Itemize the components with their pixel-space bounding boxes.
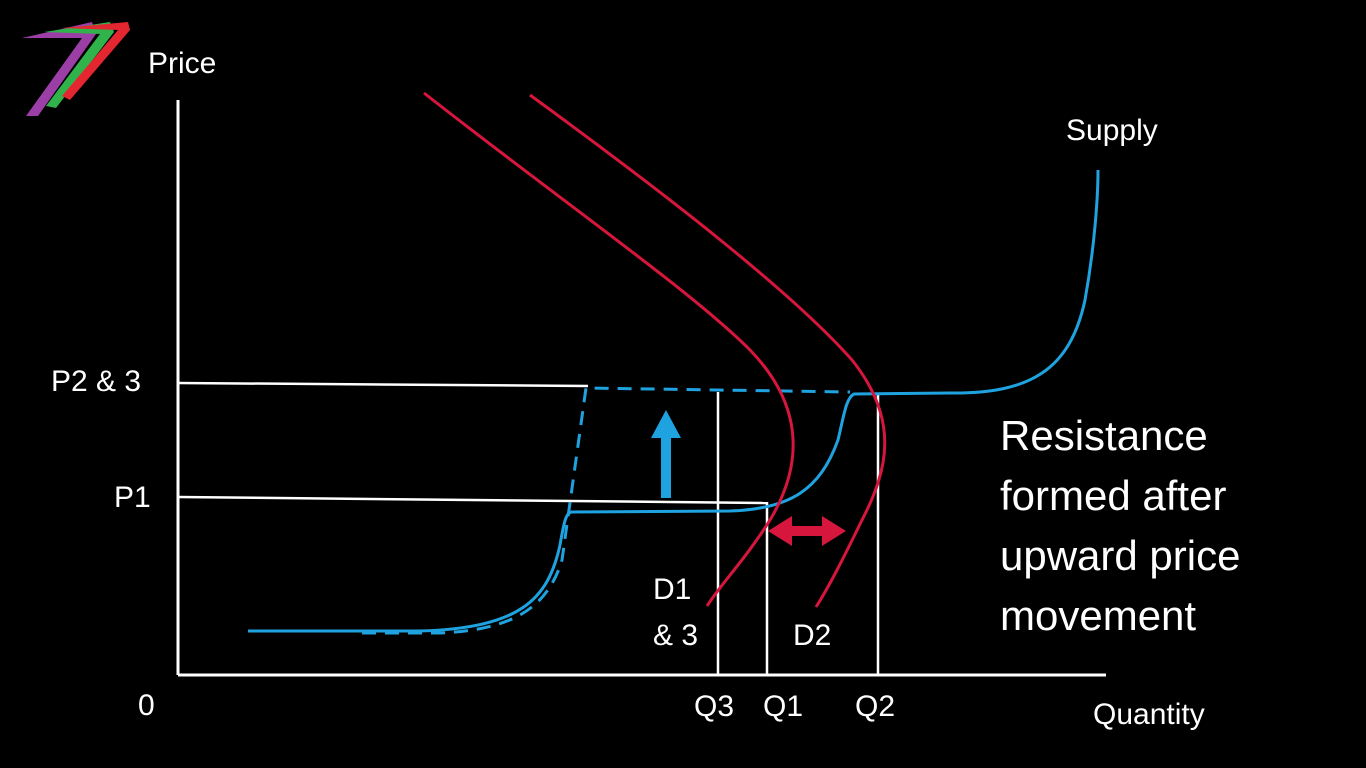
upward-arrow-shaft	[661, 436, 671, 498]
demand-curve-d1-3	[423, 91, 795, 607]
d2-label: D2	[793, 619, 832, 652]
d1-label: D1	[653, 573, 692, 606]
q3-label: Q3	[694, 690, 735, 723]
p2-3-price-line	[177, 381, 589, 388]
q1-label: Q1	[763, 690, 804, 723]
logo-green-stripe	[44, 22, 114, 108]
resistance-annotation: Resistance formed after upward price mov…	[1000, 406, 1340, 646]
double-arrow-right-head	[822, 516, 846, 546]
logo-red-stripe	[62, 22, 130, 100]
supply-curve	[248, 169, 1100, 633]
annotation-line-1: Resistance	[1000, 412, 1208, 459]
p2-3-label: P2 & 3	[51, 365, 142, 398]
double-arrow-left-head	[768, 516, 792, 546]
p1-label: P1	[114, 481, 151, 514]
logo-purple-stripe	[22, 22, 96, 116]
origin-label: 0	[138, 689, 155, 722]
upward-arrow-head	[651, 410, 681, 438]
y-axis-label: Price	[148, 47, 217, 80]
annotation-line-4: movement	[1000, 592, 1197, 639]
q2-label: Q2	[855, 690, 896, 723]
annotation-line-2: formed after	[1000, 472, 1227, 519]
stylized-seven-logo	[22, 22, 130, 116]
p1-price-line	[177, 495, 767, 505]
x-axis-label: Quantity	[1093, 698, 1205, 731]
double-arrow-shaft	[790, 526, 824, 536]
upward-arrow-icon	[651, 410, 681, 498]
shifted-supply-dashed-curve	[362, 386, 851, 635]
d1-and-3-label: & 3	[653, 619, 699, 652]
double-arrow-icon	[768, 516, 846, 546]
supply-label: Supply	[1066, 114, 1158, 147]
annotation-line-3: upward price	[1000, 532, 1241, 579]
demand-curve-d2	[529, 93, 887, 608]
